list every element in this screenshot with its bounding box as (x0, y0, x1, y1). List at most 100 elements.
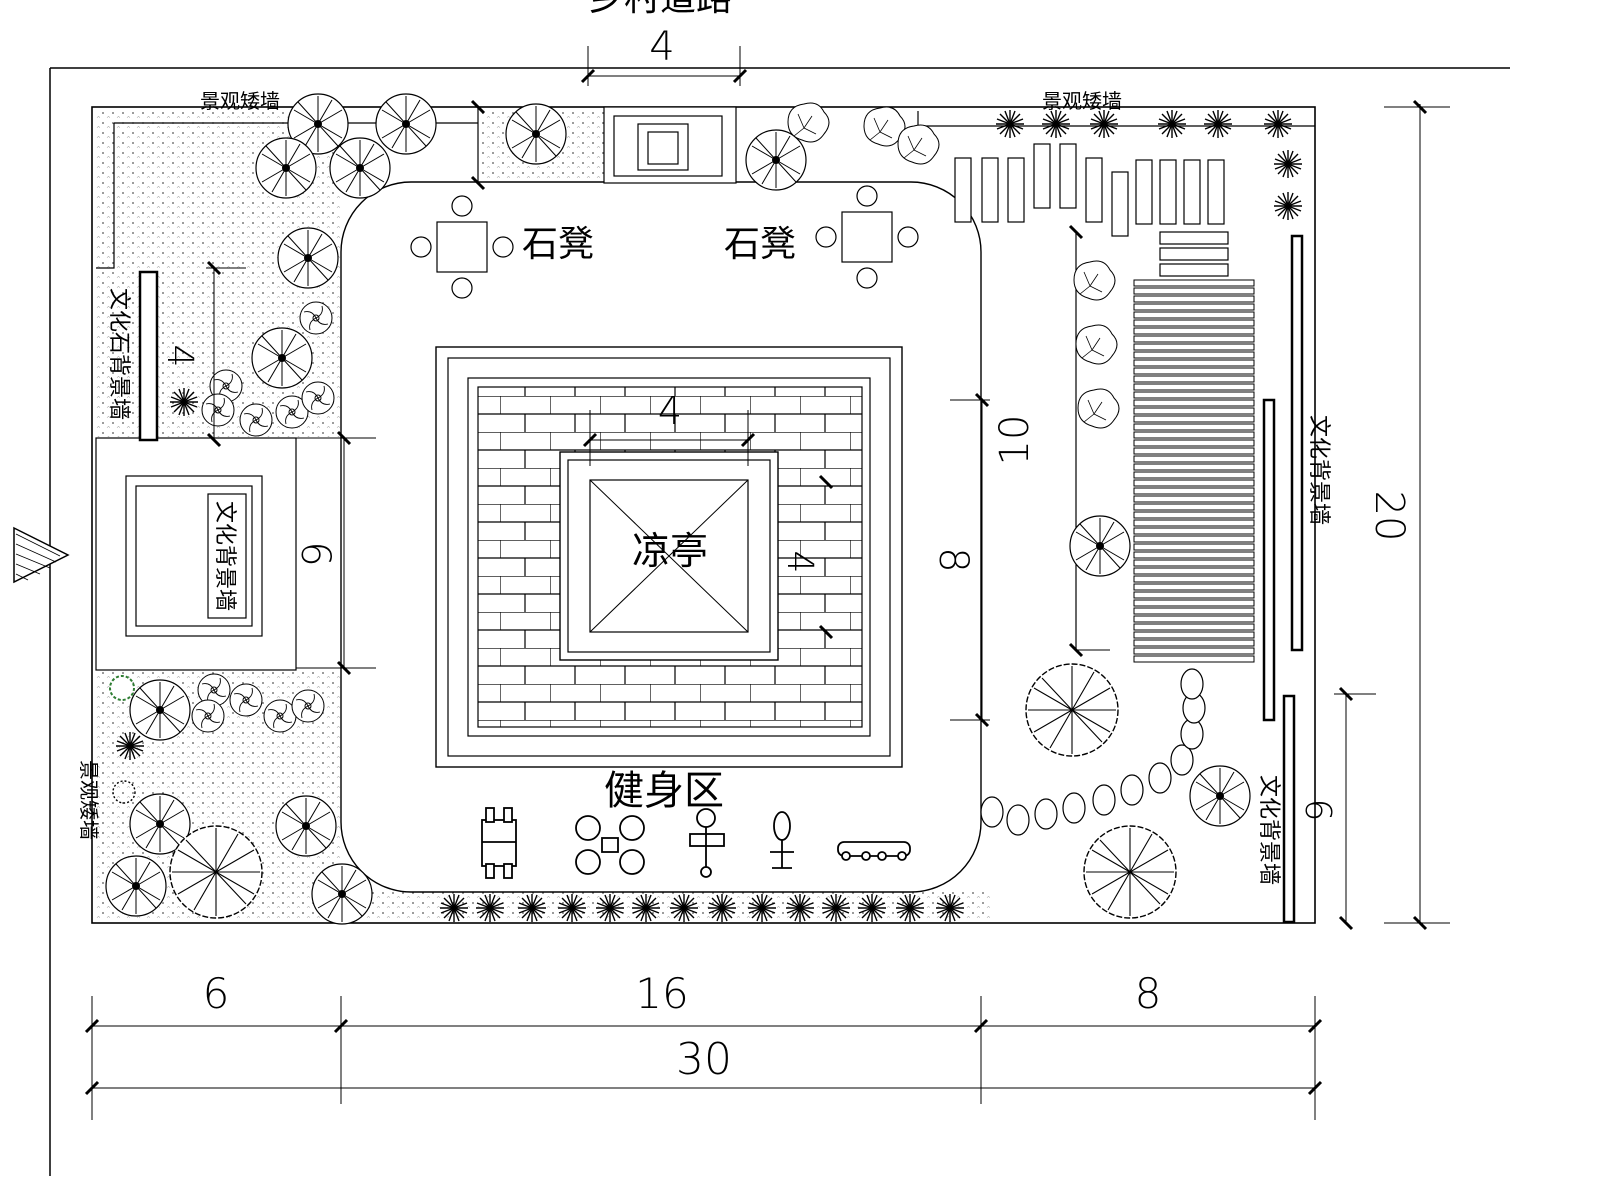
culture-wall-right-label: 文化背景墙 (1306, 415, 1331, 525)
deck-slat (1133, 287, 1255, 295)
deck-slat (1133, 327, 1255, 335)
culture-wall-left-label: 文化背景墙 (212, 501, 237, 611)
stepping-stone (1120, 774, 1144, 806)
deck-slat (1133, 335, 1255, 343)
deck-slat (1133, 623, 1255, 631)
dimension-ticks (84, 68, 1428, 1096)
dim-plaza-height: 8 (930, 547, 976, 572)
lawn-bottom-strip (341, 890, 991, 920)
deck-slat (1133, 407, 1255, 415)
low-wall-top-right (917, 111, 1315, 127)
dim-left-wall: 4 (159, 345, 200, 368)
deck-slat (1133, 351, 1255, 359)
deck-slat (1133, 631, 1255, 639)
deck-slat (1133, 559, 1255, 567)
fitness-area-label: 健身区 (604, 768, 724, 814)
deck-slat (1133, 471, 1255, 479)
dim-seg-left: 6 (203, 969, 230, 1018)
deck-slat (1133, 599, 1255, 607)
fitness-twister-icon (689, 808, 725, 878)
deck-slat (1133, 655, 1255, 663)
culture-wall-right (1290, 234, 1304, 652)
deck-slat (1133, 503, 1255, 511)
deck-slat (1133, 279, 1255, 287)
low-wall-left-label: 景观矮墙 (77, 760, 101, 840)
dim-right-wall: 10 (992, 415, 1038, 466)
deck-slat (1133, 511, 1255, 519)
right-step-bars (954, 143, 1229, 277)
deck-slat (1133, 639, 1255, 647)
deck-slat (1133, 423, 1255, 431)
deck-slat (1133, 383, 1255, 391)
pavilion-label: 凉亭 (632, 529, 708, 573)
deck-slat (1133, 343, 1255, 351)
stepping-stone (1006, 804, 1030, 836)
fitness-pull-icon (770, 811, 794, 869)
deck-slat (1133, 359, 1255, 367)
road-label: 乡村道路 (588, 0, 732, 19)
deck-slat (1133, 607, 1255, 615)
dim-total-width: 30 (676, 1034, 732, 1085)
dim-pavilion-width: 4 (658, 389, 682, 433)
stepping-stone (980, 796, 1004, 828)
culture-wall-bottom-right (1282, 694, 1296, 924)
deck-slat (1133, 311, 1255, 319)
deck-slat (1133, 519, 1255, 527)
culture-wall-bottom-right-label: 文化背景墙 (1256, 775, 1281, 885)
stepping-stone (1092, 784, 1116, 816)
stone-bench-right (815, 185, 919, 289)
dim-seg-right: 8 (1135, 969, 1162, 1018)
deck-slat (1133, 527, 1255, 535)
entrance-arrow-hatch (15, 533, 61, 581)
deck-slat (1133, 431, 1255, 439)
deck-slat (1133, 415, 1255, 423)
dim-bottom-right: 6 (1297, 799, 1338, 822)
deck-slat (1133, 455, 1255, 463)
stepping-stone (1148, 762, 1172, 794)
stepping-stone (1062, 792, 1086, 824)
deck-slat (1133, 447, 1255, 455)
culture-wall-left-panel (207, 493, 247, 619)
low-wall-top-left-label: 景观矮墙 (200, 89, 280, 113)
deck-slat (1133, 615, 1255, 623)
stone-bench-left (410, 195, 514, 299)
stone-bench-left-label: 石凳 (522, 224, 594, 265)
fitness-bench-icon (837, 841, 911, 861)
deck-slat (1133, 399, 1255, 407)
culture-stone-wall-label: 文化石背景墙 (106, 288, 131, 420)
deck-slat (1133, 543, 1255, 551)
deck-slat (1133, 295, 1255, 303)
deck-slat (1133, 551, 1255, 559)
dim-road-width: 4 (649, 24, 674, 70)
stepping-stones (980, 668, 1206, 836)
deck-slat (1133, 303, 1255, 311)
deck-slat (1133, 647, 1255, 655)
low-wall-top-right-label: 景观矮墙 (1042, 89, 1122, 113)
deck-slat (1133, 575, 1255, 583)
stepping-stone (1170, 744, 1194, 776)
deck-slat (1133, 591, 1255, 599)
dimension-lines (91, 46, 1450, 1120)
stone-bench-right-label: 石凳 (724, 224, 796, 265)
deck-slat (1133, 535, 1255, 543)
deck-slat (1133, 495, 1255, 503)
deck-slat (1133, 367, 1255, 375)
dim-seg-mid: 16 (635, 969, 688, 1018)
top-gate (603, 106, 737, 184)
stepping-stone (1180, 668, 1204, 700)
deck-slat (1133, 439, 1255, 447)
dim-left-court: 6 (292, 541, 338, 566)
stepping-stone (1034, 798, 1058, 830)
deck-slat (1133, 487, 1255, 495)
deck-slat (1133, 567, 1255, 575)
left-court (95, 437, 297, 671)
dim-total-height: 20 (1366, 491, 1412, 542)
dim-pavilion-height: 4 (779, 551, 820, 574)
deck-slat (1133, 391, 1255, 399)
accent-shrub-icon (109, 675, 135, 701)
deck-slat (1133, 319, 1255, 327)
culture-wall-right-inner (1262, 398, 1276, 722)
fitness-equipment (481, 807, 911, 879)
stepping-stone (1180, 718, 1204, 750)
